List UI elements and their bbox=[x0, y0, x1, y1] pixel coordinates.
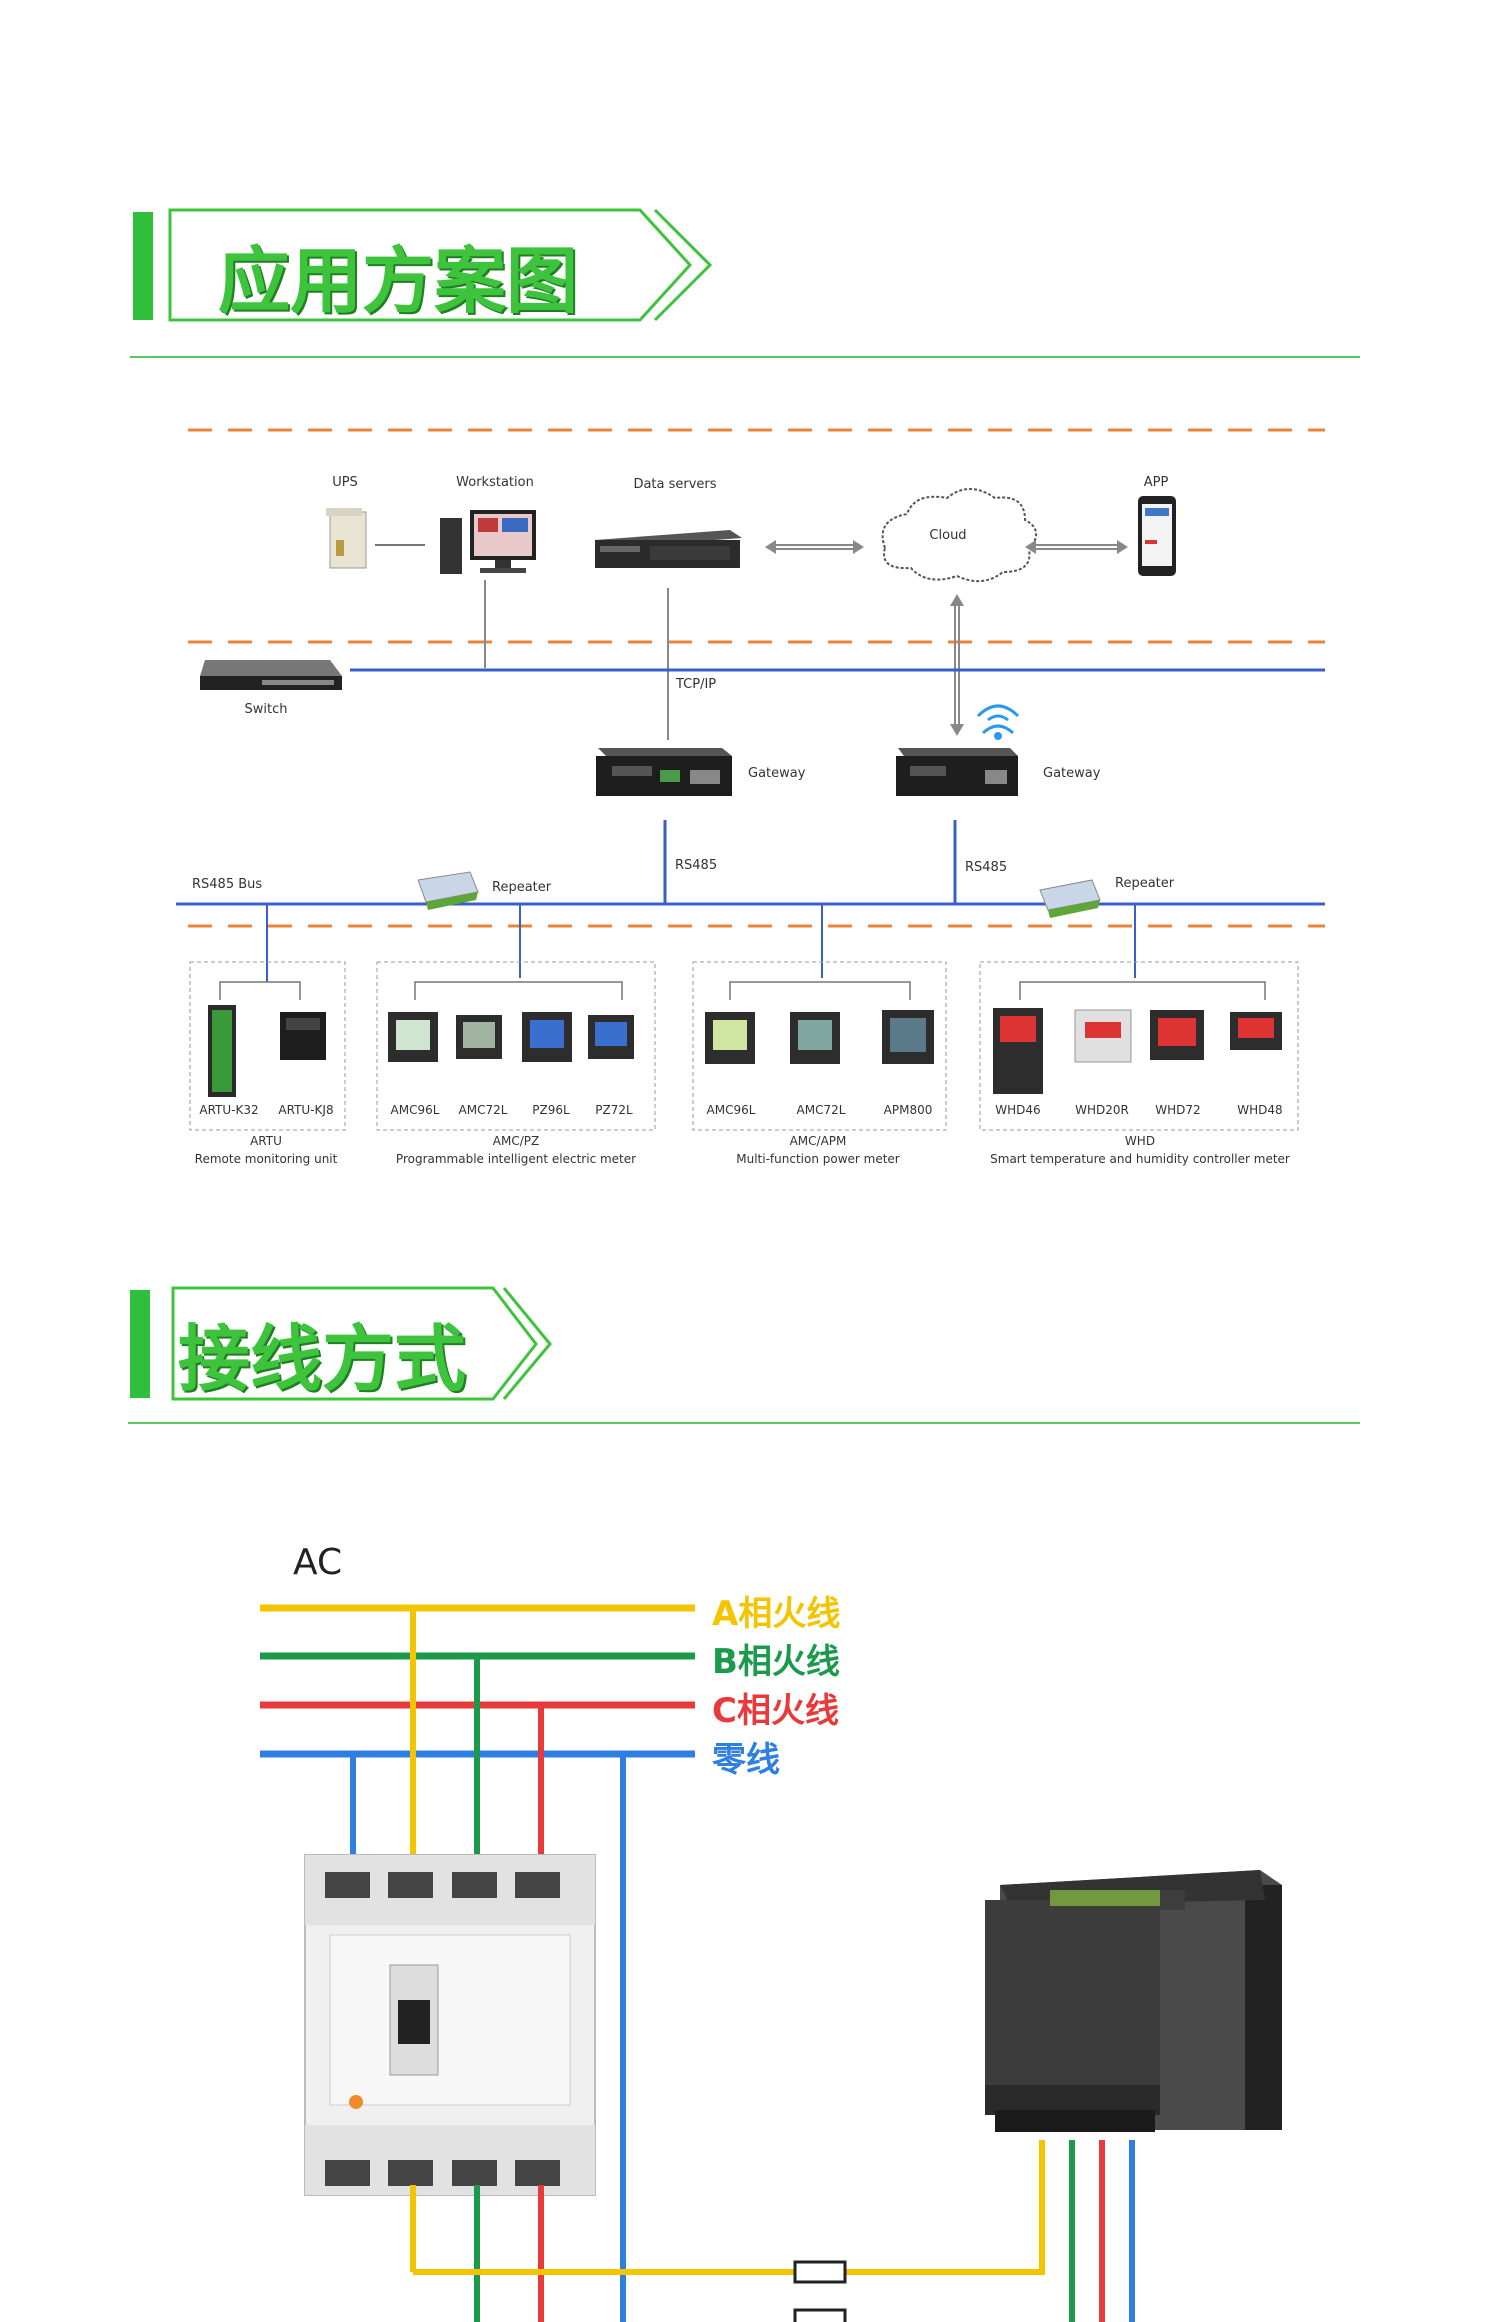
device-label: WHD48 bbox=[1237, 1103, 1283, 1117]
device-label: AMC96L bbox=[390, 1103, 440, 1117]
device-label: AMC72L bbox=[796, 1103, 846, 1117]
pz96l-device bbox=[522, 1012, 572, 1062]
switch-icon bbox=[200, 660, 342, 690]
section2-divider bbox=[128, 1422, 1360, 1424]
ups-icon bbox=[326, 508, 367, 569]
tcpip-label: TCP/IP bbox=[676, 677, 717, 692]
workstation-icon bbox=[440, 510, 536, 574]
gateway2-icon bbox=[896, 748, 1018, 796]
workstation-label: Workstation bbox=[456, 475, 534, 490]
data-servers-label: Data servers bbox=[633, 477, 717, 492]
group-title: AMC/PZ bbox=[492, 1134, 540, 1148]
device-label: ARTU-K32 bbox=[199, 1103, 259, 1117]
artu-k32-device bbox=[208, 1005, 236, 1097]
gateway1-icon bbox=[596, 748, 732, 796]
device-label: WHD20R bbox=[1075, 1103, 1129, 1117]
amc72l-device-2 bbox=[790, 1012, 840, 1064]
system-diagram bbox=[176, 428, 1325, 1131]
group-box-amc-apm bbox=[692, 961, 947, 1131]
cloud-icon bbox=[881, 488, 1037, 583]
section1-accent-bar bbox=[133, 212, 153, 320]
gateway1-label: Gateway bbox=[748, 766, 806, 781]
group-subtitle: Multi-function power meter bbox=[736, 1152, 900, 1166]
whd20r-device bbox=[1074, 1009, 1132, 1063]
amc72l-device-1 bbox=[456, 1015, 502, 1059]
apm800-device bbox=[882, 1010, 934, 1064]
group-box-artu bbox=[189, 961, 346, 1131]
amc96l-device-2 bbox=[705, 1012, 755, 1064]
app-label: APP bbox=[1143, 475, 1169, 490]
group-title: ARTU bbox=[250, 1134, 282, 1148]
line-n-label: 零线 bbox=[712, 1740, 780, 1780]
rs485-bus-label: RS485 Bus bbox=[192, 877, 263, 892]
device-label: PZ72L bbox=[595, 1103, 633, 1117]
gateway2-label: Gateway bbox=[1043, 766, 1101, 781]
line-b-label: B相火线 bbox=[712, 1642, 840, 1682]
repeater2-label: Repeater bbox=[1115, 876, 1175, 891]
device-label: AMC96L bbox=[706, 1103, 756, 1117]
group-title: AMC/APM bbox=[789, 1134, 847, 1148]
cloud-label: Cloud bbox=[929, 528, 967, 543]
device-label: WHD72 bbox=[1155, 1103, 1201, 1117]
group-subtitle: Remote monitoring unit bbox=[194, 1152, 338, 1166]
data-server-icon bbox=[595, 530, 742, 568]
whd46-device bbox=[993, 1008, 1043, 1094]
group-subtitle: Programmable intelligent electric meter bbox=[395, 1152, 637, 1166]
device-label: WHD46 bbox=[995, 1103, 1041, 1117]
whd48-device bbox=[1230, 1012, 1282, 1050]
section1-title: 应用方案图 bbox=[218, 239, 579, 323]
line-a-label: A相火线 bbox=[712, 1594, 841, 1634]
section1-divider bbox=[130, 356, 1360, 358]
repeater2-icon bbox=[1039, 879, 1101, 918]
ups-label: UPS bbox=[332, 475, 358, 490]
device-label: PZ96L bbox=[532, 1103, 570, 1117]
wifi-icon bbox=[976, 704, 1020, 740]
group-box-amc-pz bbox=[376, 961, 656, 1131]
line-c-label: C相火线 bbox=[712, 1691, 839, 1731]
circuit-breaker bbox=[304, 1854, 596, 2196]
section2-accent-bar bbox=[130, 1290, 150, 1398]
section1-title-frame bbox=[168, 208, 713, 322]
amc96l-device-1 bbox=[388, 1012, 438, 1062]
power-meter bbox=[985, 1870, 1282, 2132]
artu-kj8-device bbox=[280, 1012, 326, 1060]
group-box-whd bbox=[979, 961, 1299, 1131]
section2-title: 接线方式 bbox=[178, 1317, 467, 1401]
device-label: APM800 bbox=[883, 1103, 933, 1117]
device-label: ARTU-KJ8 bbox=[278, 1103, 334, 1117]
rs485-label-1: RS485 bbox=[675, 858, 718, 873]
whd72-device bbox=[1150, 1010, 1204, 1060]
fuse bbox=[793, 2260, 847, 2284]
group-title: WHD bbox=[1124, 1134, 1156, 1148]
repeater1-label: Repeater bbox=[492, 880, 552, 895]
phone-icon bbox=[1138, 496, 1176, 576]
switch-label: Switch bbox=[244, 702, 288, 717]
rs485-label-2: RS485 bbox=[965, 860, 1008, 875]
repeater1-icon bbox=[417, 871, 479, 910]
fuse-2 bbox=[793, 2308, 847, 2322]
section2-title-frame bbox=[171, 1286, 552, 1401]
pz72l-device bbox=[588, 1015, 634, 1059]
device-label: AMC72L bbox=[458, 1103, 508, 1117]
group-subtitle: Smart temperature and humidity controlle… bbox=[990, 1152, 1290, 1166]
ac-label: AC bbox=[293, 1542, 343, 1583]
